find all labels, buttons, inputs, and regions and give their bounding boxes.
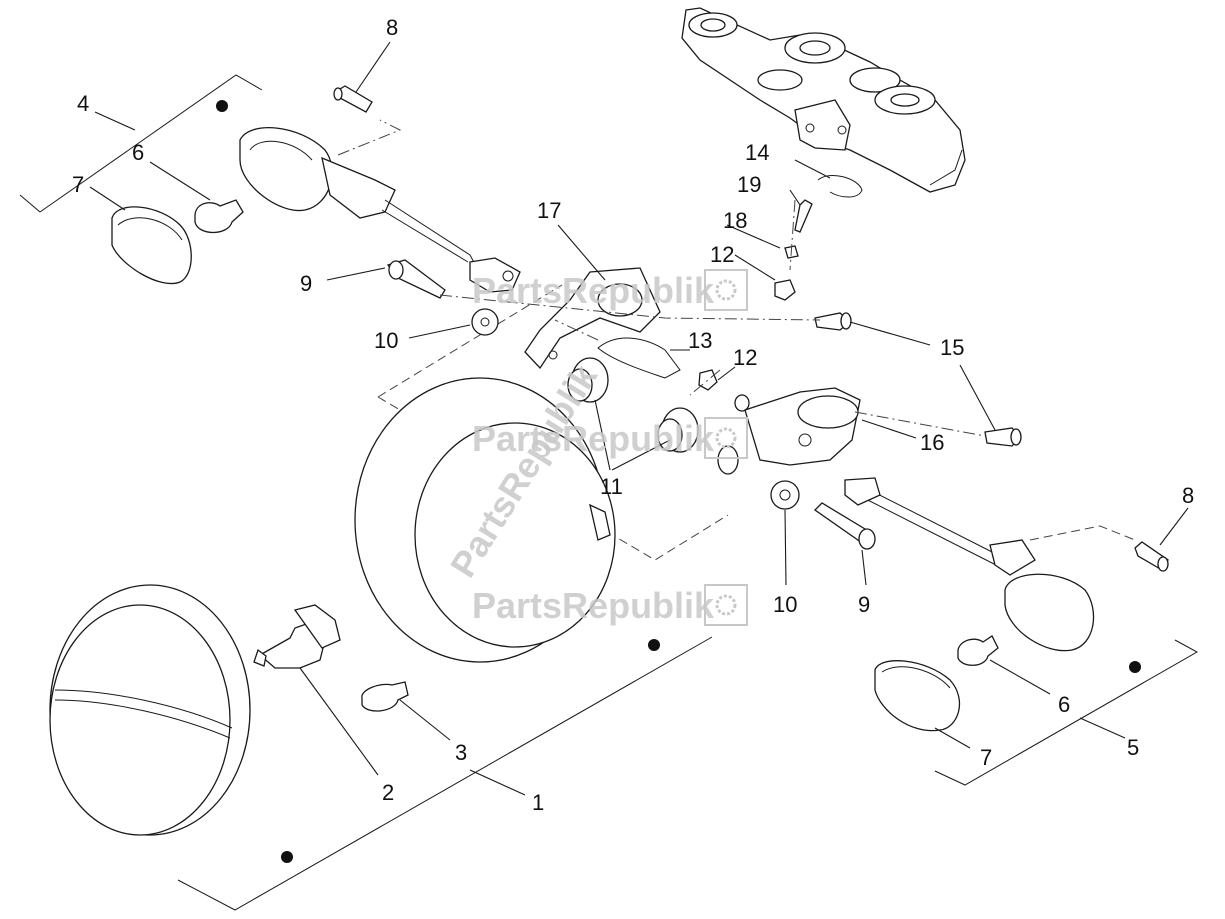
gear-icon [704, 269, 748, 626]
callout-12-mid: 12 [733, 345, 757, 370]
callout-7-right: 7 [980, 745, 992, 770]
right-indicator [844, 477, 1095, 652]
watermark-text-top: PartsRepublik [472, 270, 715, 311]
group-dot-headlight-lens [281, 851, 293, 863]
group-dot-headlight-bucket [648, 639, 660, 651]
lens-left [111, 206, 192, 285]
screw-15-lower [984, 427, 1022, 447]
damper-11-right [657, 407, 699, 453]
callout-7-left: 7 [72, 172, 84, 197]
callout-5: 5 [1127, 735, 1139, 760]
callout-17: 17 [537, 198, 561, 223]
callout-9-right: 9 [858, 592, 870, 617]
screw-8-right [1134, 541, 1169, 572]
position-bulb [361, 681, 409, 712]
clip-14 [817, 175, 863, 198]
washer-10-left [471, 308, 499, 336]
callout-8-right: 8 [1182, 483, 1194, 508]
bracket-right [717, 387, 861, 475]
callout-10-left: 10 [374, 328, 398, 353]
callout-labels: 1 2 3 4 5 6 6 7 7 8 8 9 9 10 10 11 12 12… [72, 15, 1194, 815]
screw-8-left [333, 85, 373, 113]
lens-right [874, 660, 961, 732]
callout-10-right: 10 [773, 592, 797, 617]
triple-clamp [681, 7, 966, 193]
headlight-bucket [354, 377, 616, 663]
callout-15: 15 [940, 335, 964, 360]
watermark-text-bottom: PartsRepublik [472, 585, 715, 626]
headlight-bulb [253, 604, 341, 669]
callout-8-left: 8 [386, 15, 398, 40]
headlight-lens [49, 584, 251, 836]
clamp-wire-13 [597, 337, 681, 379]
callout-4: 4 [77, 91, 89, 116]
callout-9-left: 9 [300, 271, 312, 296]
callout-2: 2 [382, 780, 394, 805]
group-dot-right-indicator [1129, 661, 1141, 673]
nut-12-top [774, 279, 796, 301]
callout-13: 13 [688, 328, 712, 353]
group-markers [216, 100, 1141, 863]
damper-11-left [567, 357, 609, 403]
watermark-text-middle: PartsRepublik [472, 418, 715, 459]
pin-19 [794, 199, 813, 233]
group-dot-left-indicator [216, 100, 228, 112]
nut-12-low [734, 394, 750, 412]
group-box-headlight [177, 284, 729, 911]
callout-12-top: 12 [710, 242, 734, 267]
washer-10-right [770, 480, 800, 510]
screw-9-right [813, 502, 876, 550]
callout-11: 11 [600, 474, 623, 499]
screw-9-left [386, 259, 446, 299]
callout-6-left: 6 [132, 140, 144, 165]
callout-1: 1 [532, 790, 544, 815]
callout-19: 19 [737, 172, 761, 197]
callout-3: 3 [455, 740, 467, 765]
screw-15-upper [814, 312, 852, 331]
bulb-right [957, 635, 999, 666]
leader-lines [89, 41, 1189, 796]
group-box-left-indicator [19, 74, 263, 213]
bulb-left [194, 199, 244, 234]
callout-18: 18 [723, 208, 747, 233]
bracket-left [524, 267, 661, 370]
callout-16: 16 [920, 430, 944, 455]
callout-14: 14 [745, 140, 769, 165]
nut-12-mid [698, 369, 718, 391]
assembly-axes [337, 119, 986, 437]
left-indicator [239, 127, 521, 293]
callout-6-right: 6 [1058, 692, 1070, 717]
